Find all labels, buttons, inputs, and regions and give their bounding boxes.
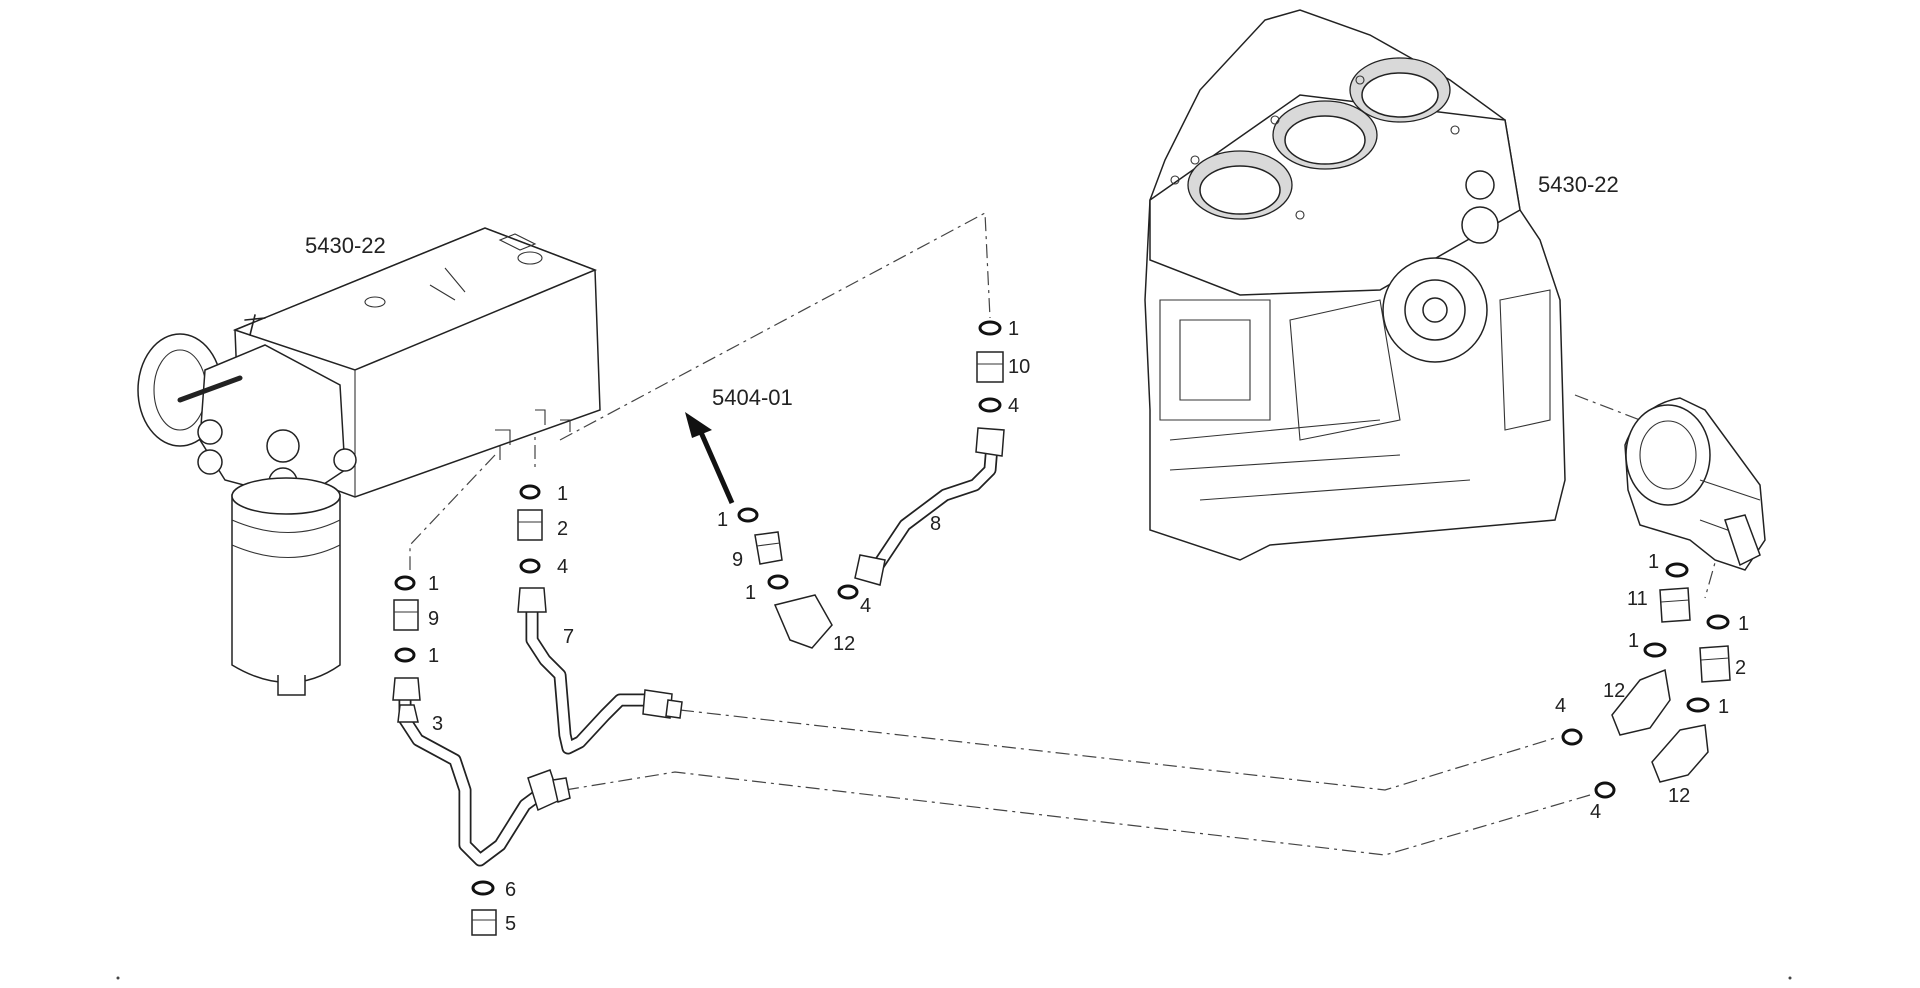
callout-2: 2 [557,518,568,540]
callout-10: 10 [1008,356,1030,378]
ref-code-filter: 5430-22 [305,233,386,258]
callout-6: 6 [505,879,516,901]
callout-1: 1 [1648,551,1659,573]
fittings-group-g [1594,614,1731,799]
callout-1: 1 [557,483,568,505]
oil-filter-housing [137,227,601,696]
callout-8: 8 [930,513,941,535]
callout-7: 7 [563,626,574,648]
callout-1: 1 [1008,318,1019,340]
callout-4: 4 [1590,801,1601,823]
callout-4: 4 [860,595,871,617]
callout-12: 12 [1603,680,1625,702]
ref-code-arrow: 5404-01 [712,385,793,410]
engine-block [1144,9,1566,561]
callout-4: 4 [1555,695,1566,717]
callout-1: 1 [745,582,756,604]
direction-arrow [685,412,735,505]
callout-4: 4 [557,556,568,578]
callout-1: 1 [1628,630,1639,652]
callout-1: 1 [428,573,439,595]
callout-11: 11 [1627,588,1648,610]
callout-1: 1 [428,645,439,667]
corner-mark [1788,976,1792,980]
callout-3: 3 [432,713,443,735]
callout-9: 9 [428,608,439,630]
fittings-group-f [1561,562,1691,746]
corner-mark [116,976,120,980]
callout-1: 1 [1738,613,1749,635]
callout-2: 2 [1735,657,1746,679]
pipe-3 [392,677,571,867]
fittings-column-a [517,484,543,574]
callout-4: 4 [1008,395,1019,417]
ref-code-block: 5430-22 [1538,172,1619,197]
callout-9: 9 [732,549,743,571]
pipe-7 [517,587,683,755]
callout-1: 1 [1718,696,1729,718]
fittings-group-e [737,507,859,649]
adapter-housing [1624,397,1766,571]
callout-5: 5 [505,913,516,935]
fittings-column-d [976,320,1004,413]
drain-plug [471,880,497,936]
callout-12: 12 [1668,785,1690,807]
callout-12: 12 [833,633,855,655]
callout-1: 1 [717,509,728,531]
fittings-column-b [393,575,419,663]
pipe-8 [854,427,1005,586]
